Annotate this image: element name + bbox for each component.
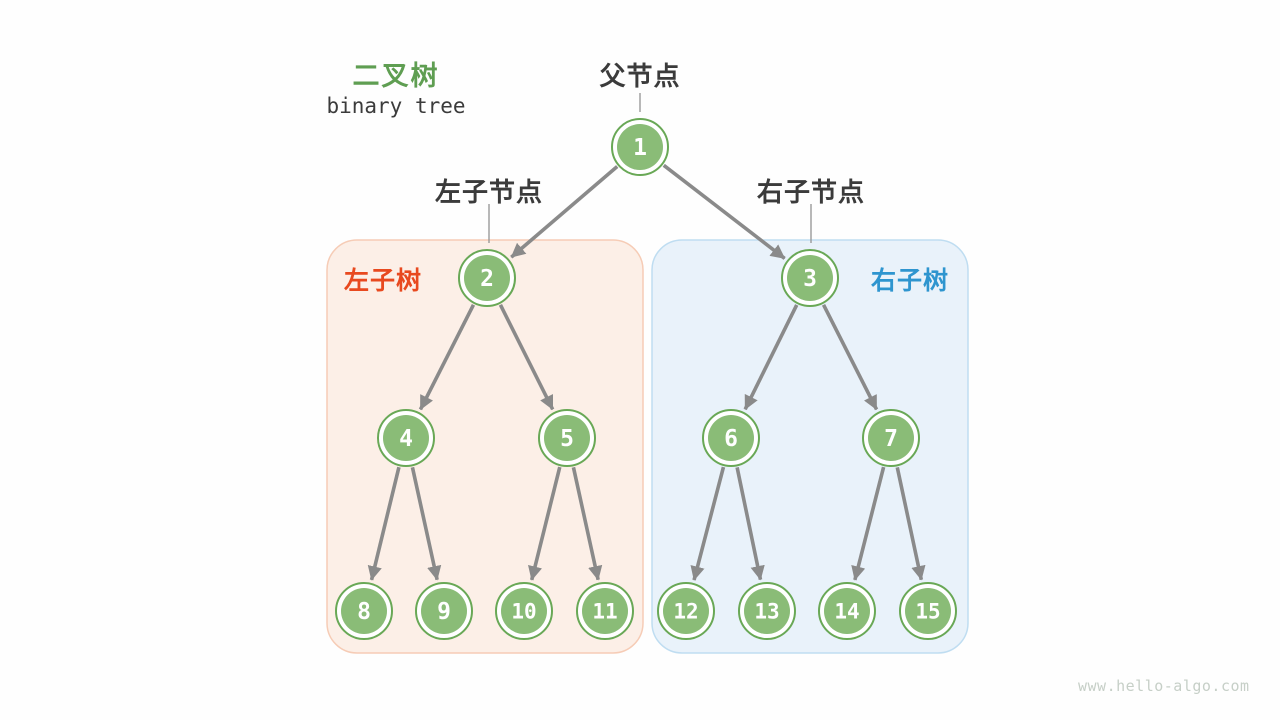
tree-node: 9 bbox=[415, 582, 473, 640]
tree-edge bbox=[743, 304, 799, 411]
tree-edge bbox=[410, 466, 442, 581]
figure-title-zh: 二叉树 bbox=[352, 61, 440, 91]
tree-edge bbox=[662, 163, 786, 260]
node-disc bbox=[787, 255, 833, 301]
node-value: 1 bbox=[633, 135, 647, 161]
node-disc bbox=[501, 588, 547, 634]
right-child-node-label: 右子节点 bbox=[756, 177, 865, 207]
tree-edge bbox=[571, 466, 603, 581]
tree-node: 3 bbox=[781, 249, 839, 307]
node-value: 7 bbox=[884, 426, 898, 452]
tree-node: 14 bbox=[818, 582, 876, 640]
node-value: 11 bbox=[592, 600, 617, 624]
node-disc bbox=[421, 588, 467, 634]
tree-node: 7 bbox=[862, 409, 920, 467]
node-disc bbox=[708, 415, 754, 461]
tree-edge bbox=[851, 466, 886, 581]
node-disc bbox=[617, 124, 663, 170]
tree-node: 2 bbox=[458, 249, 516, 307]
node-disc bbox=[905, 588, 951, 634]
node-disc bbox=[824, 588, 870, 634]
tree-edge bbox=[367, 466, 401, 581]
node-value: 3 bbox=[803, 266, 817, 292]
node-disc bbox=[383, 415, 429, 461]
tree-node: 10 bbox=[495, 582, 553, 640]
right-subtree-region bbox=[651, 239, 969, 654]
tree-edge bbox=[498, 304, 555, 411]
node-value: 8 bbox=[357, 599, 371, 625]
node-disc bbox=[663, 588, 709, 634]
node-disc bbox=[868, 415, 914, 461]
node-value: 6 bbox=[724, 426, 738, 452]
tree-node: 6 bbox=[702, 409, 760, 467]
tree-node: 4 bbox=[377, 409, 435, 467]
node-value: 10 bbox=[511, 600, 536, 624]
tree-edge bbox=[690, 466, 726, 581]
watermark: www.hello-algo.com bbox=[1078, 677, 1250, 695]
tree-edge bbox=[510, 165, 619, 259]
tree-edge bbox=[895, 466, 926, 581]
node-value: 15 bbox=[915, 600, 940, 624]
node-disc bbox=[582, 588, 628, 634]
tree-edge bbox=[418, 303, 476, 411]
tree-node: 13 bbox=[738, 582, 796, 640]
tree-node: 11 bbox=[576, 582, 634, 640]
node-value: 4 bbox=[399, 426, 413, 452]
tree-node: 12 bbox=[657, 582, 715, 640]
figure-title-en: binary tree bbox=[326, 94, 466, 118]
left-child-node-label: 左子节点 bbox=[434, 177, 543, 207]
tree-edge bbox=[528, 466, 562, 581]
tree-node: 8 bbox=[335, 582, 393, 640]
right-subtree-label: 右子树 bbox=[870, 267, 949, 295]
node-disc bbox=[744, 588, 790, 634]
node-disc bbox=[464, 255, 510, 301]
tree-node: 5 bbox=[538, 409, 596, 467]
tree-node: 15 bbox=[899, 582, 957, 640]
node-disc bbox=[341, 588, 387, 634]
tree-node: 1 bbox=[611, 118, 669, 176]
left-subtree-label: 左子树 bbox=[344, 267, 423, 295]
node-value: 13 bbox=[754, 600, 779, 624]
node-value: 5 bbox=[560, 426, 574, 452]
tree-edge bbox=[735, 467, 765, 581]
node-value: 9 bbox=[437, 599, 451, 625]
node-disc bbox=[544, 415, 590, 461]
node-value: 2 bbox=[480, 266, 494, 292]
parent-node-label: 父节点 bbox=[599, 61, 681, 91]
node-value: 14 bbox=[834, 600, 859, 624]
node-value: 12 bbox=[673, 600, 698, 624]
left-subtree-region bbox=[326, 239, 644, 654]
tree-edge bbox=[821, 303, 879, 411]
